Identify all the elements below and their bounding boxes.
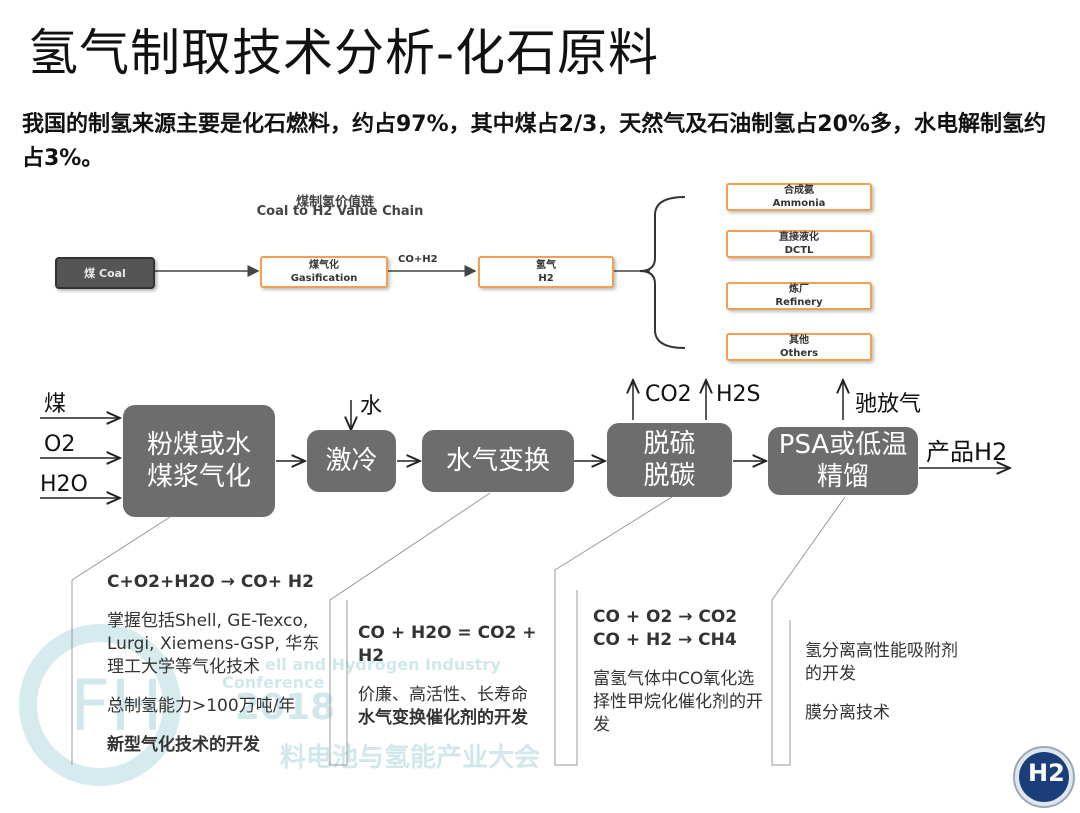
note-separation: 氢分离高性能吸附剂的开发 膜分离技术 [805,640,965,725]
gasification-en: Gasification [290,273,358,284]
output-cn: 炼厂 [789,284,809,295]
watermark-line2: Conference [222,673,325,692]
coal-box: 煤 Coal [55,257,155,289]
step-gasification-label: 粉煤或水煤浆气化 [146,430,251,492]
output-cn: 其他 [789,335,809,346]
output-dctl: 直接液化 DCTL [726,230,872,258]
watermark-cn: 料电池与氢能产业大会 [280,743,541,773]
note-highlight: 水气变换催化剂的开发 [358,708,528,728]
watermark: FH ell and Hydrogen Industry Conference … [10,615,550,795]
output-cn: 直接液化 [779,232,819,243]
note-equation: CO + H2O = CO2 + H2 [358,623,537,666]
note-text: 掌握包括Shell, GE-Texco, Lurgi, Xiemens-GSP,… [107,611,320,677]
gasification-cn: 煤气化 [309,260,339,271]
note-capacity: 总制氢能力>100万吨/年 [107,696,296,716]
output-ammonia: 合成氨 Ammonia [726,183,872,211]
watermark-logo-icon: FH [19,624,181,786]
output-en: Refinery [775,297,823,308]
step-quench-label: 激冷 [325,446,378,476]
output-en: Others [779,348,819,359]
note-gasification: C+O2+H2O → CO+ H2 掌握包括Shell, GE-Texco, L… [107,571,322,757]
input-o2: O2 [44,432,76,457]
output-others: 其他 Others [726,333,872,361]
step-shift-label: 水气变换 [445,446,550,476]
page-title: 氢气制取技术分析-化石原料 [28,24,660,82]
note-equation: CO + O2 → CO2 [593,607,738,627]
watermark-year: 2018 [235,687,336,728]
step-psa: PSA或低温精馏 [768,427,918,495]
hydrogen-cn: 氢气 [536,260,556,271]
input-coal: 煤 [44,392,67,417]
gasification-box: 煤气化 Gasification [260,256,388,288]
note-equation: CO + H2 → CH4 [593,630,737,650]
note-equation: C+O2+H2O → CO+ H2 [107,572,314,592]
note-text: 富氢气体中CO氧化选择性甲烷化催化剂的开发 [593,669,763,735]
hydrogen-box: 氢气 H2 [478,256,614,288]
h2-badge-label: H2 [1028,759,1065,787]
output-en: Ammonia [772,198,826,209]
note-text: 氢分离高性能吸附剂的开发 [805,641,958,684]
step-shift: 水气变换 [422,430,574,492]
water-label: 水 [360,394,383,419]
hydrogen-en: H2 [538,273,554,284]
co-h2-label: CO+H2 [398,254,438,265]
output-cn: 合成氨 [784,185,814,196]
step-psa-label: PSA或低温精馏 [778,430,908,492]
product-h2: 产品H2 [926,438,1008,466]
note-shift: CO + H2O = CO2 + H2 价廉、高活性、长寿命 水气变换催化剂的开… [358,622,568,730]
svg-text:FH: FH [70,665,163,747]
intro-text: 我国的制氢来源主要是化石燃料，约占97%，其中煤占2/3，天然气及石油制氢占20… [22,112,1046,171]
value-chain: 煤制氢价值链 Coal to H2 Value Chain 煤 Coal 煤气化… [0,0,1080,370]
watermark-line1: ell and Hydrogen Industry [265,655,501,674]
note-text-2: 膜分离技术 [805,703,890,723]
note-highlight: 新型气化技术的开发 [107,735,260,755]
output-en: DCTL [784,245,814,256]
out-co2: CO2 [645,382,692,407]
purge-gas: 驰放气 [855,392,922,417]
step-quench: 激冷 [307,430,396,492]
h2-badge-icon: H2 [1012,745,1076,809]
step-desulfurization: 脱硫脱碳 [607,423,732,497]
value-chain-title-en: Coal to H2 Value Chain [256,204,424,219]
note-purification: CO + O2 → CO2 CO + H2 → CH4 富氢气体中CO氧化选择性… [593,606,763,737]
note-text: 价廉、高活性、长寿命 [358,685,528,705]
out-h2s: H2S [716,382,761,407]
step-desulfurization-label: 脱硫脱碳 [643,429,696,491]
output-refinery: 炼厂 Refinery [726,282,872,310]
step-gasification: 粉煤或水煤浆气化 [123,405,275,517]
value-chain-connectors [152,196,686,349]
input-h2o: H2O [40,472,88,497]
value-chain-title-cn: 煤制氢价值链 [295,195,374,210]
